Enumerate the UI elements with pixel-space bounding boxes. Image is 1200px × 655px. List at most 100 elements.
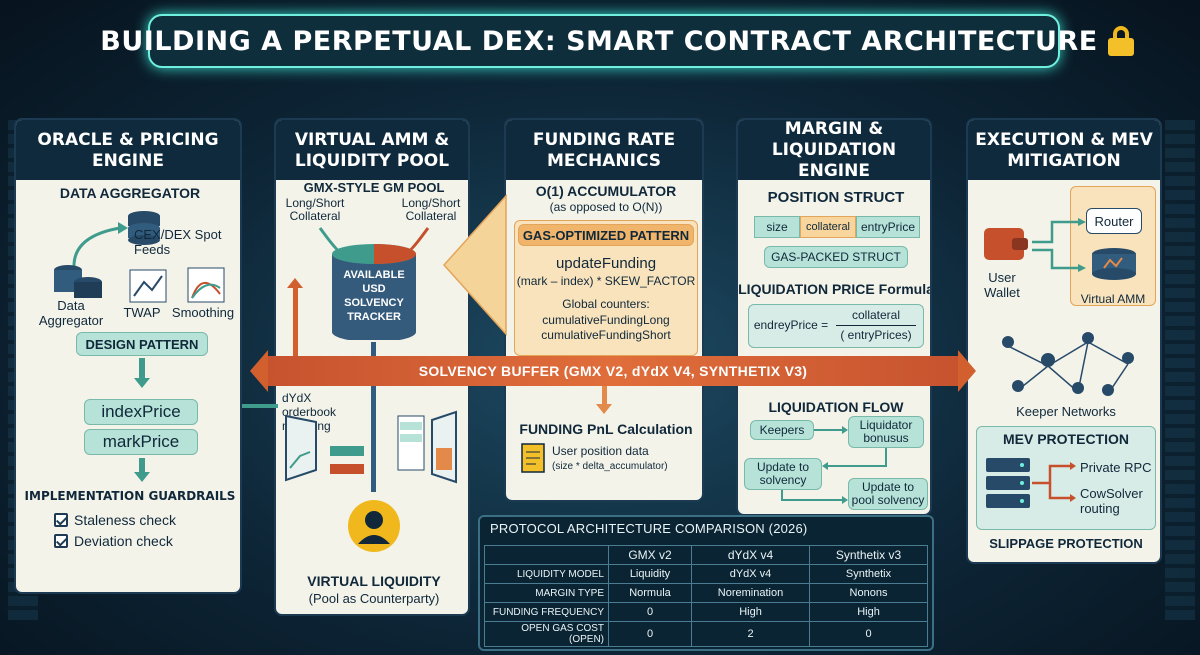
aggregator-stack-icon (54, 265, 102, 298)
update-solvency-node: Update to solvency (744, 458, 822, 490)
staleness-check: Staleness check (54, 512, 176, 528)
orange-arrow (293, 283, 298, 357)
keeper-network-icon (1002, 332, 1134, 396)
virtual-liquidity-title: VIRTUAL LIQUIDITY (307, 573, 441, 589)
funding-pnl-title: FUNDING PnL Calculation (519, 421, 693, 437)
table-cell: 0 (809, 621, 928, 647)
funding-callout-wedge (442, 194, 507, 336)
execution-panel: EXECUTION & MEV MITIGATION Router Virtua… (966, 118, 1162, 564)
design-pattern-badge: DESIGN PATTERN (76, 332, 208, 356)
wallet-icon (984, 228, 1028, 260)
orange-arrow (602, 382, 607, 406)
keepers-node: Keepers (750, 420, 814, 440)
global-counters-label: Global counters: (562, 297, 650, 311)
execution-heading: EXECUTION & MEV MITIGATION (968, 120, 1160, 180)
page-title: BUILDING A PERPETUAL DEX: SMART CONTRACT… (100, 25, 1098, 57)
funding-panel: FUNDING RATE MECHANICS O(1) ACCUMULATOR … (504, 118, 704, 502)
left-collateral-label: Long/Short Collateral (285, 196, 345, 223)
virtual-amm-label: Virtual AMM (1080, 292, 1146, 306)
struct-field-size: size (754, 216, 800, 238)
table-cell: FUNDING FREQUENCY (484, 602, 609, 622)
cumulative-long: cumulativeFundingLong (542, 313, 670, 327)
check-icon (54, 534, 68, 548)
table-header-cell: Synthetix v3 (809, 545, 928, 565)
liquidator-node: Liquidator bonusus (848, 416, 924, 448)
liq-formula-lhs: endreyPrice = (753, 318, 829, 332)
table-row: FUNDING FREQUENCY 0 High High (484, 602, 928, 622)
arrow-down (134, 358, 150, 388)
user-position-formula: (size * delta_accumulator) (552, 461, 668, 472)
keeper-networks-label: Keeper Networks (1016, 404, 1116, 419)
table-cell: Normula (608, 583, 692, 603)
position-struct-title: POSITION STRUCT (767, 189, 905, 206)
check-icon (54, 513, 68, 527)
gas-pattern-title: GAS-OPTIMIZED PATTERN (518, 224, 694, 246)
gas-packed-badge: GAS-PACKED STRUCT (764, 246, 908, 268)
opposed-label: (as opposed to O(N)) (549, 200, 663, 214)
struct-field-entry-price: entryPrice (856, 216, 920, 238)
guardrails-title: IMPLEMENTATION GUARDRAILS (24, 489, 236, 503)
table-cell: Liquidity (608, 564, 692, 584)
aggregator-diagram (54, 211, 225, 303)
comparison-title: PROTOCOL ARCHITECTURE COMPARISON (2026) (490, 521, 808, 536)
table-cell: dYdX v4 (690, 564, 811, 584)
flow-line (371, 342, 376, 492)
update-funding-fn: updateFunding (555, 255, 657, 272)
oracle-panel: ORACLE & PRICING ENGINE DATA AGGREGATOR … (14, 118, 242, 594)
wallet-arrows (1032, 218, 1086, 272)
table-cell: MARGIN TYPE (484, 583, 609, 603)
router-box (1070, 186, 1156, 306)
cowsolver-label: CowSolver routing (1080, 486, 1143, 516)
table-cell: 0 (608, 602, 692, 622)
cumulative-short: cumulativeFundingShort (541, 328, 671, 342)
table-header-row: GMX v2 dYdX v4 Synthetix v3 (484, 545, 928, 565)
feeds-label: CEX/DEX Spot Feeds (134, 227, 222, 257)
liq-formula-denominator: ( entryPrices) (840, 328, 912, 342)
title-banner: BUILDING A PERPETUAL DEX: SMART CONTRACT… (100, 14, 1134, 68)
server-stack-icon (986, 458, 1076, 508)
table-header-cell: dYdX v4 (690, 545, 811, 565)
table-cell: High (809, 602, 928, 622)
table-cell: 0 (608, 621, 692, 647)
slippage-label: SLIPPAGE PROTECTION (989, 536, 1143, 551)
user-wallet-label: User Wallet (984, 270, 1020, 300)
arrow-down (134, 458, 150, 482)
funding-heading: FUNDING RATE MECHANICS (506, 120, 702, 180)
oracle-heading: ORACLE & PRICING ENGINE (16, 120, 240, 180)
solvency-buffer-banner: SOLVENCY BUFFER (GMX V2, dYdX V4, SYNTHE… (250, 350, 976, 392)
deviation-check: Deviation check (54, 533, 173, 549)
update-pool-node: Update to pool solvency (848, 478, 928, 510)
table-cell: High (690, 602, 811, 622)
table-cell: Noremination (690, 583, 811, 603)
twap-label: TWAP (123, 305, 161, 320)
table-row: MARGIN TYPE Normula Noremination Nonons (484, 583, 928, 603)
margin-heading: MARGIN & LIQUIDATION ENGINE (738, 120, 930, 181)
liq-flow-arrows (781, 426, 887, 504)
struct-field-collateral: collateral (800, 216, 856, 238)
feed-arrow (72, 226, 121, 267)
table-cell: Synthetix (809, 564, 928, 584)
private-rpc-label: Private RPC (1080, 460, 1152, 475)
accumulator-title: O(1) ACCUMULATOR (535, 183, 677, 199)
mev-protection-title: MEV PROTECTION (1002, 431, 1129, 447)
table-cell: Nonons (809, 583, 928, 603)
funding-formula: (mark – index) * SKEW_FACTOR (516, 274, 696, 288)
table-cell: OPEN GAS COST (OPEN) (484, 621, 609, 647)
counterparty-label: (Pool as Counterparty) (308, 591, 440, 606)
server-rack-right (1165, 120, 1195, 620)
table-header-cell: GMX v2 (608, 545, 692, 565)
liq-formula-title: LIQUIDATION PRICE Formula (738, 281, 932, 297)
liq-formula-numerator: collateral (851, 308, 901, 322)
smoothing-label: Smoothing (171, 305, 235, 320)
table-header-cell (484, 545, 609, 565)
liq-formula-box (748, 304, 924, 348)
orderbook-diagram (285, 410, 457, 484)
right-collateral-label: Long/Short Collateral (401, 196, 461, 223)
router-node: Router (1086, 208, 1142, 234)
pool-tank (318, 227, 430, 340)
vamm-database-icon (1092, 248, 1136, 280)
database-icon (128, 211, 160, 245)
margin-panel: MARGIN & LIQUIDATION ENGINE POSITION STR… (736, 118, 932, 516)
gm-pool-title: GMX-STYLE GM POOL (303, 180, 445, 195)
table-row: LIQUIDITY MODEL Liquidity dYdX v4 Synthe… (484, 564, 928, 584)
